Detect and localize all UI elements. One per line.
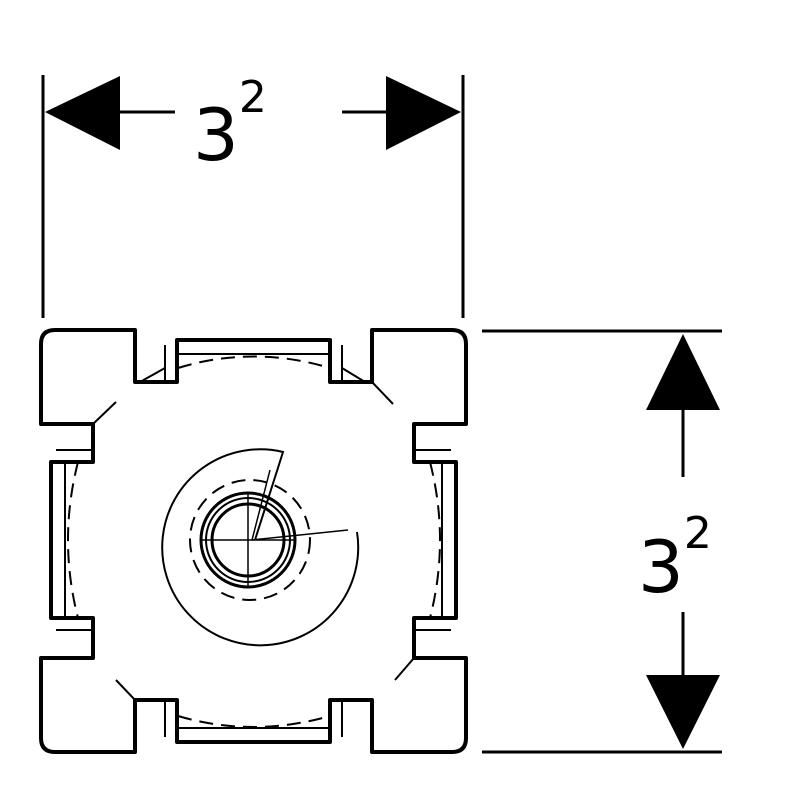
tick-bottom-right xyxy=(394,657,415,681)
right-hidden-arc xyxy=(429,461,441,619)
right-groove xyxy=(414,449,451,631)
height-label: 32 xyxy=(638,508,712,609)
top-groove xyxy=(164,345,343,382)
tick-top-left xyxy=(92,401,117,425)
part-outline xyxy=(39,328,468,754)
outer-spiral xyxy=(161,448,360,647)
width-exponent: 2 xyxy=(239,72,267,123)
bore-radius-line-2 xyxy=(251,469,271,541)
top-hidden-arc xyxy=(177,355,331,369)
left-groove xyxy=(56,449,93,631)
height-arrow-up-icon xyxy=(646,334,720,410)
width-dimension: 32 xyxy=(41,72,465,318)
width-arrow-right-icon xyxy=(386,76,461,150)
hidden-bore-circle xyxy=(189,479,311,601)
left-hidden-arc xyxy=(67,461,79,619)
bore-radius-line xyxy=(251,529,349,541)
bottom-groove xyxy=(164,700,343,737)
height-dimension: 32 xyxy=(482,329,722,754)
width-value: 3 xyxy=(193,93,239,177)
tick-top-right xyxy=(371,381,394,405)
center-bore xyxy=(161,448,360,647)
tick-bottom-left xyxy=(115,679,136,701)
bottom-hidden-arc xyxy=(177,715,331,728)
outer-profile xyxy=(39,328,468,754)
hidden-lines xyxy=(67,355,441,728)
width-arrow-left-icon xyxy=(45,76,120,150)
height-value: 3 xyxy=(638,525,684,609)
height-arrow-down-icon xyxy=(646,675,720,749)
tick-top-inner-left xyxy=(139,367,166,383)
tick-top-inner-right xyxy=(341,367,366,383)
width-label: 32 xyxy=(193,72,267,177)
height-exponent: 2 xyxy=(684,508,712,559)
chamfer-ticks xyxy=(92,367,415,701)
